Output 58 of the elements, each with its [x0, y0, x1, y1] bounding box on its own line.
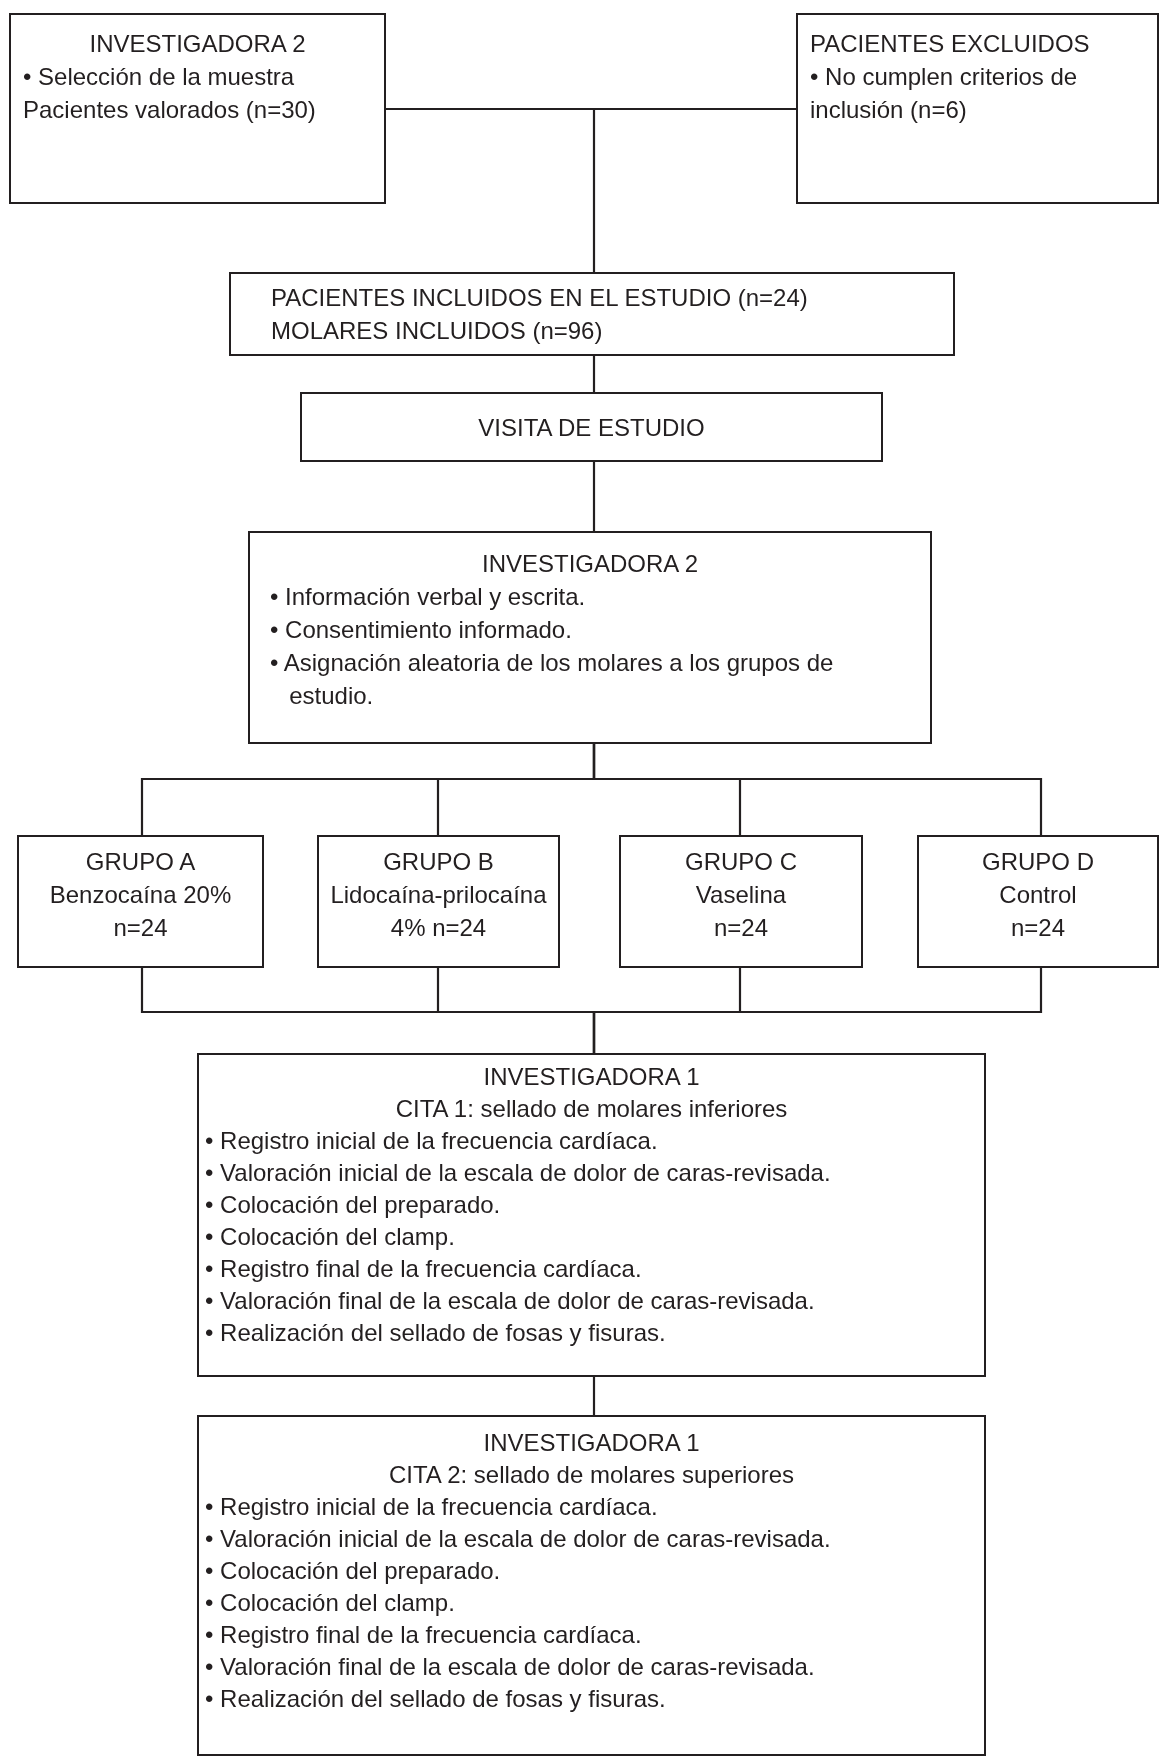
box-text: • Colocación del clamp.	[205, 1588, 456, 1618]
connector-line	[592, 462, 596, 531]
box-text: • Selección de la muestra	[23, 62, 296, 92]
box-text: • Registro inicial de la frecuencia cardíaca.	[205, 1492, 659, 1522]
box-heading: GRUPO A	[84, 847, 197, 877]
connector-line	[592, 968, 1043, 1053]
box-text: • No cumplen criterios de inclusión (n=6)	[810, 62, 1079, 125]
process-box	[9, 13, 386, 204]
box-text: MOLARES INCLUIDOS (n=96)	[271, 316, 604, 346]
box-text: Lidocaína-prilocaína 4% n=24	[329, 880, 548, 943]
process-box	[917, 835, 1159, 968]
box-heading: PACIENTES EXCLUIDOS	[810, 29, 1091, 59]
process-box	[229, 272, 955, 356]
box-text: • Valoración inicial de la escala de dolor de caras-revisada.	[205, 1158, 832, 1188]
box-heading: GRUPO B	[382, 847, 495, 877]
process-box	[300, 392, 883, 462]
connector-line	[592, 1377, 596, 1415]
process-box	[317, 835, 560, 968]
box-heading: PACIENTES INCLUIDOS EN EL ESTUDIO (n=24)	[271, 283, 809, 313]
box-text: • Valoración final de la escala de dolor de caras-revisada.	[205, 1286, 816, 1316]
box-heading: VISITA DE ESTUDIO	[477, 412, 706, 443]
box-text: CITA 2: sellado de molares superiores	[387, 1460, 796, 1490]
box-text: • Asignación aleatoria de los molares a los grupos de estudio.	[270, 648, 835, 711]
box-heading: GRUPO D	[981, 847, 1095, 877]
box-text: • Colocación del preparado.	[205, 1556, 502, 1586]
box-text: • Registro inicial de la frecuencia cardíaca.	[205, 1126, 659, 1156]
box-text: n=24	[712, 913, 770, 943]
box-text: • Información verbal y escrita.	[270, 582, 587, 612]
box-text: Control	[998, 880, 1078, 910]
box-heading: INVESTIGADORA 1	[482, 1428, 701, 1458]
box-heading: INVESTIGADORA 2	[88, 29, 307, 59]
box-text: • Colocación del clamp.	[205, 1222, 456, 1252]
box-text: • Registro final de la frecuencia cardíaca.	[205, 1620, 643, 1650]
box-heading: INVESTIGADORA 1	[482, 1062, 701, 1092]
box-text: n=24	[1009, 913, 1067, 943]
box-text: • Valoración inicial de la escala de dolor de caras-revisada.	[205, 1524, 832, 1554]
connector-line	[592, 356, 596, 392]
process-box	[619, 835, 863, 968]
box-text: • Consentimiento informado.	[270, 615, 573, 645]
process-box	[197, 1053, 986, 1377]
box-text: • Realización del sellado de fosas y fisuras.	[205, 1318, 667, 1348]
box-text: • Valoración final de la escala de dolor de caras-revisada.	[205, 1652, 816, 1682]
process-box	[248, 531, 932, 744]
connector-line	[592, 744, 1043, 835]
box-text: Pacientes valorados (n=30)	[23, 95, 317, 125]
box-text: • Registro final de la frecuencia cardíaca.	[205, 1254, 643, 1284]
box-text: Benzocaína 20%	[48, 880, 233, 910]
process-box	[197, 1415, 986, 1756]
box-heading: GRUPO C	[684, 847, 798, 877]
box-text: • Colocación del preparado.	[205, 1190, 502, 1220]
box-text: CITA 1: sellado de molares inferiores	[394, 1094, 789, 1124]
connector-line	[386, 107, 596, 272]
box-text: • Realización del sellado de fosas y fisuras.	[205, 1684, 667, 1714]
box-heading: INVESTIGADORA 2	[480, 549, 700, 579]
box-text: n=24	[112, 913, 169, 943]
process-box	[17, 835, 264, 968]
process-box	[796, 13, 1159, 204]
box-text: Vaselina	[694, 880, 788, 910]
